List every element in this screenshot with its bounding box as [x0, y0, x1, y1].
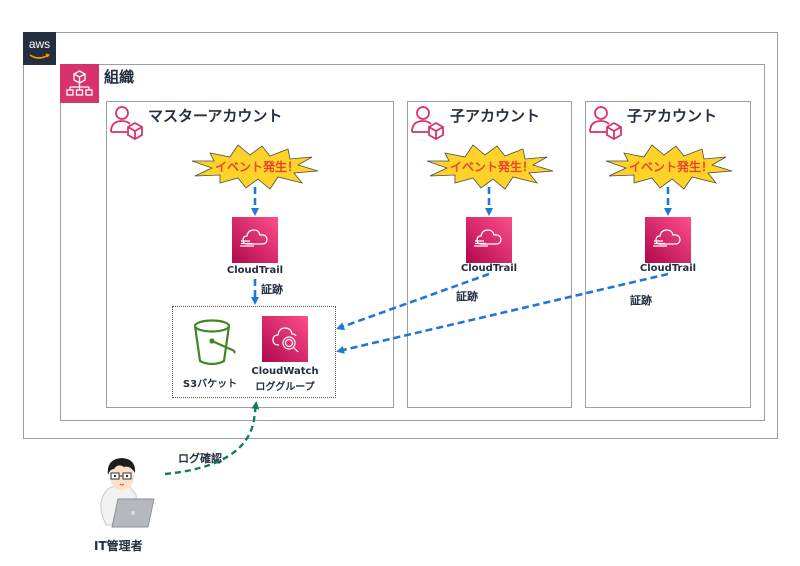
event-label: イベント発生！ — [214, 160, 299, 174]
s3-bucket-label: S3バケット — [182, 379, 238, 390]
account-icon — [110, 106, 143, 140]
evidence-label: 証跡 — [630, 294, 652, 307]
account-icon — [589, 106, 622, 140]
cloudwatch-label-line1: CloudWatch — [251, 366, 319, 377]
cloudtrail-label: CloudTrail — [226, 265, 284, 276]
cloudtrail-icon — [645, 217, 691, 263]
cloudtrail-label: CloudTrail — [460, 263, 518, 274]
cloudtrail-icon — [466, 217, 512, 263]
account-icon — [411, 106, 444, 140]
event-burst-icon — [191, 144, 319, 190]
cloudtrail-label: CloudTrail — [639, 263, 697, 274]
master-account-title: マスターアカウント — [148, 107, 283, 125]
event-burst-icon — [426, 144, 554, 190]
child-account-2-boundary — [585, 101, 751, 408]
s3-bucket-icon — [193, 319, 236, 366]
evidence-label: 証跡 — [261, 283, 283, 296]
aws-smile-icon — [29, 53, 51, 59]
cloudwatch-label-line2: ロググループ — [255, 382, 315, 393]
event-label: イベント発生！ — [449, 160, 534, 174]
aws-logo: aws — [23, 32, 56, 65]
cloudwatch-logs-icon — [262, 316, 308, 362]
log-check-label: ログ確認 — [178, 452, 222, 465]
child-account-1-title: 子アカウント — [450, 107, 541, 125]
organization-boundary — [60, 64, 765, 421]
aws-logo-text: aws — [28, 37, 51, 51]
event-burst-icon — [605, 144, 733, 190]
event-label: イベント発生！ — [628, 160, 713, 174]
organizations-icon — [60, 64, 99, 103]
log-storage-group — [172, 306, 336, 398]
evidence-label: 証跡 — [456, 290, 478, 303]
aws-cloud-boundary — [23, 32, 778, 439]
it-admin-person-icon — [100, 458, 155, 528]
child-account-2-title: 子アカウント — [627, 107, 718, 125]
cloudtrail-icon — [232, 217, 278, 263]
child-account-1-boundary — [407, 101, 572, 408]
it-admin-label: IT管理者 — [94, 539, 143, 553]
organization-title: 組織 — [104, 68, 135, 86]
